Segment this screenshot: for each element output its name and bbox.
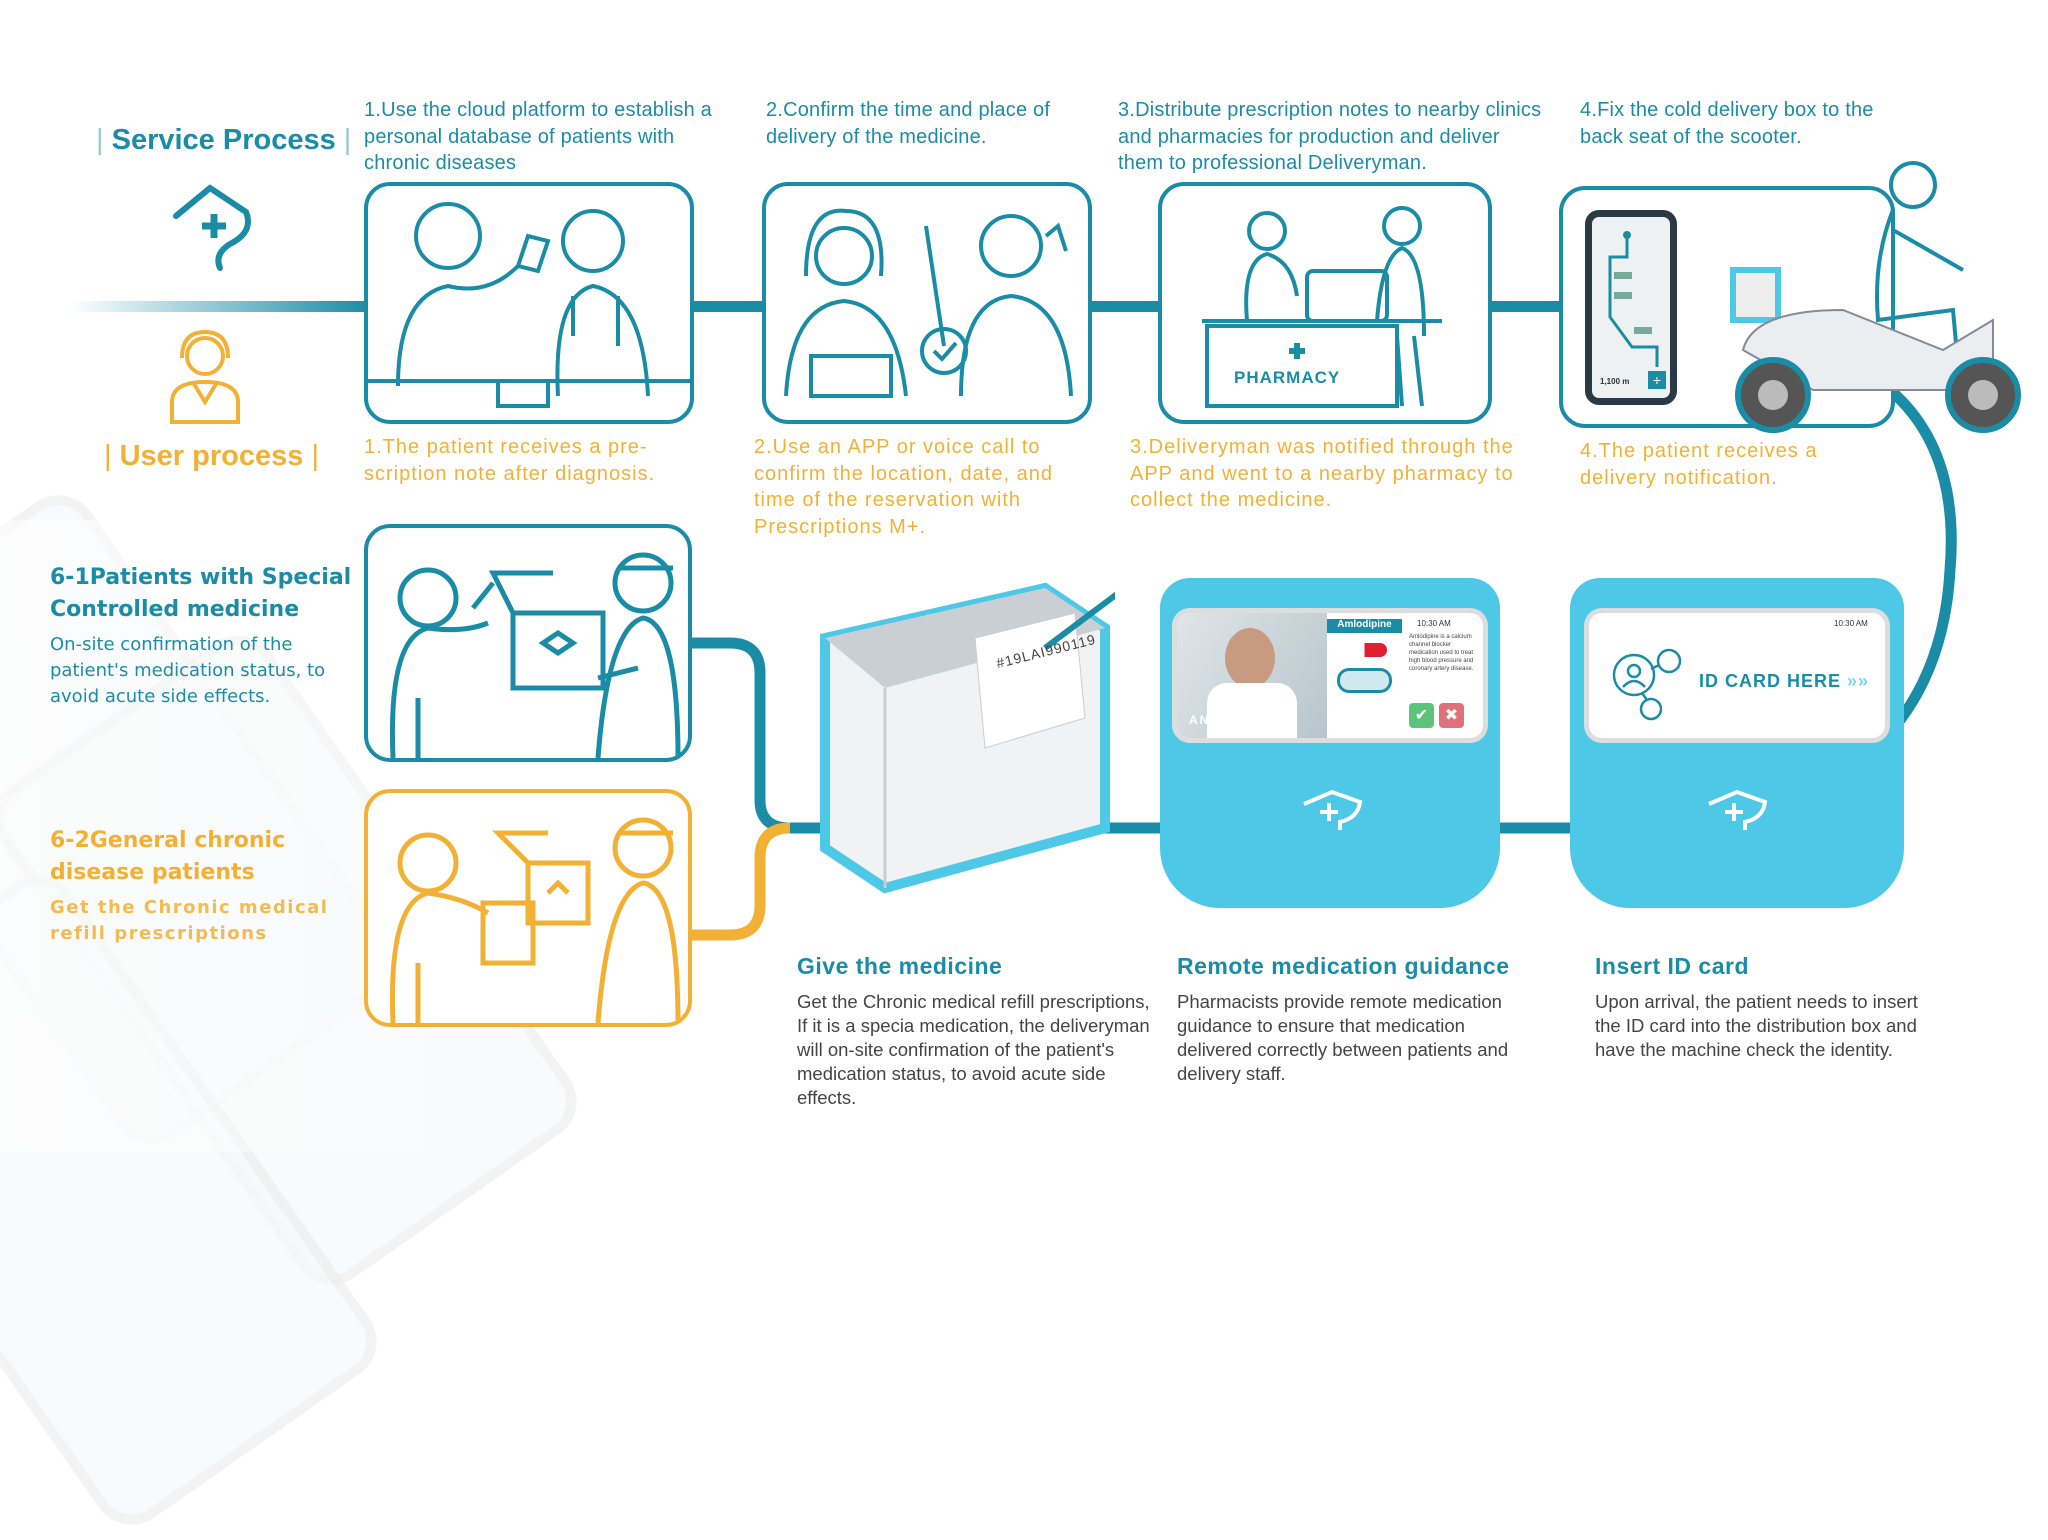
- panel-scooter-delivery: 1,100 m +: [1559, 161, 2021, 433]
- id-card-prompt: ID CARD HERE »»: [1699, 671, 1869, 692]
- patient-type-title: 6-1Patients with Special Controlled medi…: [50, 565, 352, 622]
- open-box-illustration: [820, 582, 1127, 894]
- user-step-1: 1.The patient receives a pre-scription n…: [364, 436, 656, 485]
- chevrons-right-icon: »»: [1847, 671, 1870, 691]
- pharmacy-sign: PHARMACY: [1234, 368, 1341, 387]
- patient-type-special: 6-1Patients with Special Controlled medi…: [50, 562, 360, 710]
- delivery-box-open: #19LAI990119: [805, 568, 1127, 928]
- feature-insert-id: Insert ID card Upon arrival, the patient…: [1595, 953, 1925, 1062]
- panel-general-handover: [364, 789, 692, 1027]
- reject-x-button[interactable]: ✖: [1439, 703, 1464, 728]
- service-process-title: | Service Process |: [96, 124, 352, 156]
- service-step-1: 1.Use the cloud platform to establish a …: [364, 99, 712, 174]
- special-handover-illustration: [389, 552, 681, 758]
- id-card-prompt-text: ID CARD HERE: [1699, 671, 1842, 691]
- drug-name: Amlodipine: [1327, 619, 1402, 633]
- guidance-screen: ANNA Amlodipine 10:30 AM Amlodipine is a…: [1172, 608, 1488, 743]
- feature-title: Give the medicine: [797, 953, 1003, 979]
- feature-desc: Pharmacists provide remote medication gu…: [1177, 991, 1509, 1084]
- screen-time: 10:30 AM: [1834, 619, 1868, 628]
- feature-title: Insert ID card: [1595, 953, 1749, 979]
- service-step-3: 3.Distribute prescription notes to nearb…: [1118, 99, 1542, 174]
- user-step-3: 3.Deliveryman was notified through the A…: [1130, 436, 1514, 511]
- id-screen: 10:30 AM ID CARD HERE »»: [1584, 608, 1890, 743]
- patient-type-desc: Get the Chronic medical refill prescript…: [50, 897, 329, 944]
- delivery-box-id: 10:30 AM ID CARD HERE »»: [1570, 578, 1904, 908]
- feature-remote-guidance: Remote medication guidance Pharmacists p…: [1177, 953, 1517, 1086]
- patient-type-title: 6-2General chronic disease patients: [50, 828, 286, 885]
- pharmacist-video: ANNA: [1177, 613, 1327, 738]
- doctor-patient-illustration: [368, 202, 690, 408]
- user-step-4: 4.The patient receives a delivery notifi…: [1580, 440, 1818, 489]
- service-process-label: Service Process: [111, 124, 336, 156]
- route-map: [1608, 231, 1659, 367]
- pharmacist-name: ANNA: [1189, 713, 1232, 727]
- pharmacy-illustration: [1202, 206, 1442, 408]
- drug-description: Amlodipine is a calcium channel blocker …: [1409, 634, 1474, 672]
- medical-plus-icon: +: [1648, 371, 1666, 389]
- tablet-icon: [1337, 668, 1392, 693]
- user-process-title: | User process |: [104, 440, 319, 472]
- panel-voice-call: [762, 182, 1092, 424]
- confirm-check-button[interactable]: ✔: [1409, 703, 1434, 728]
- feature-desc: Get the Chronic medical refill prescript…: [797, 991, 1150, 1108]
- home-plus-icon: [173, 184, 251, 271]
- capsule-icon: [1342, 643, 1387, 657]
- home-plus-logo: [1303, 789, 1363, 830]
- user-process-label: User process: [119, 440, 304, 472]
- panel-pharmacy: PHARMACY: [1158, 182, 1492, 424]
- map-distance: 1,100 m: [1600, 377, 1630, 386]
- user-network-icon: [1612, 648, 1682, 721]
- service-step-4: 4.Fix the cold delivery box to the back …: [1580, 99, 1874, 148]
- scooter-illustration: [1730, 161, 2021, 433]
- map-phone: 1,100 m +: [1585, 210, 1677, 405]
- general-handover-illustration: [389, 817, 681, 1023]
- user-headset-icon: [170, 329, 240, 424]
- user-step-2: 2.Use an APP or voice call to confirm th…: [754, 436, 1053, 538]
- service-step-2: 2.Confirm the time and place of delivery…: [766, 99, 1051, 148]
- panel-doctor-consultation: [364, 182, 694, 424]
- feature-desc: Upon arrival, the patient needs to inser…: [1595, 991, 1918, 1060]
- patient-type-general: 6-2General chronic disease patients Get …: [50, 825, 360, 947]
- home-plus-logo: [1708, 789, 1768, 830]
- delivery-box-video: ANNA Amlodipine 10:30 AM Amlodipine is a…: [1160, 578, 1500, 908]
- feature-give-medicine: Give the medicine Get the Chronic medica…: [797, 953, 1157, 1110]
- patient-type-desc: On-site confirmation of the patient's me…: [50, 634, 326, 707]
- screen-time: 10:30 AM: [1417, 619, 1451, 628]
- call-confirmation-illustration: [784, 208, 1073, 398]
- panel-special-handover: [364, 524, 692, 762]
- feature-title: Remote medication guidance: [1177, 953, 1510, 979]
